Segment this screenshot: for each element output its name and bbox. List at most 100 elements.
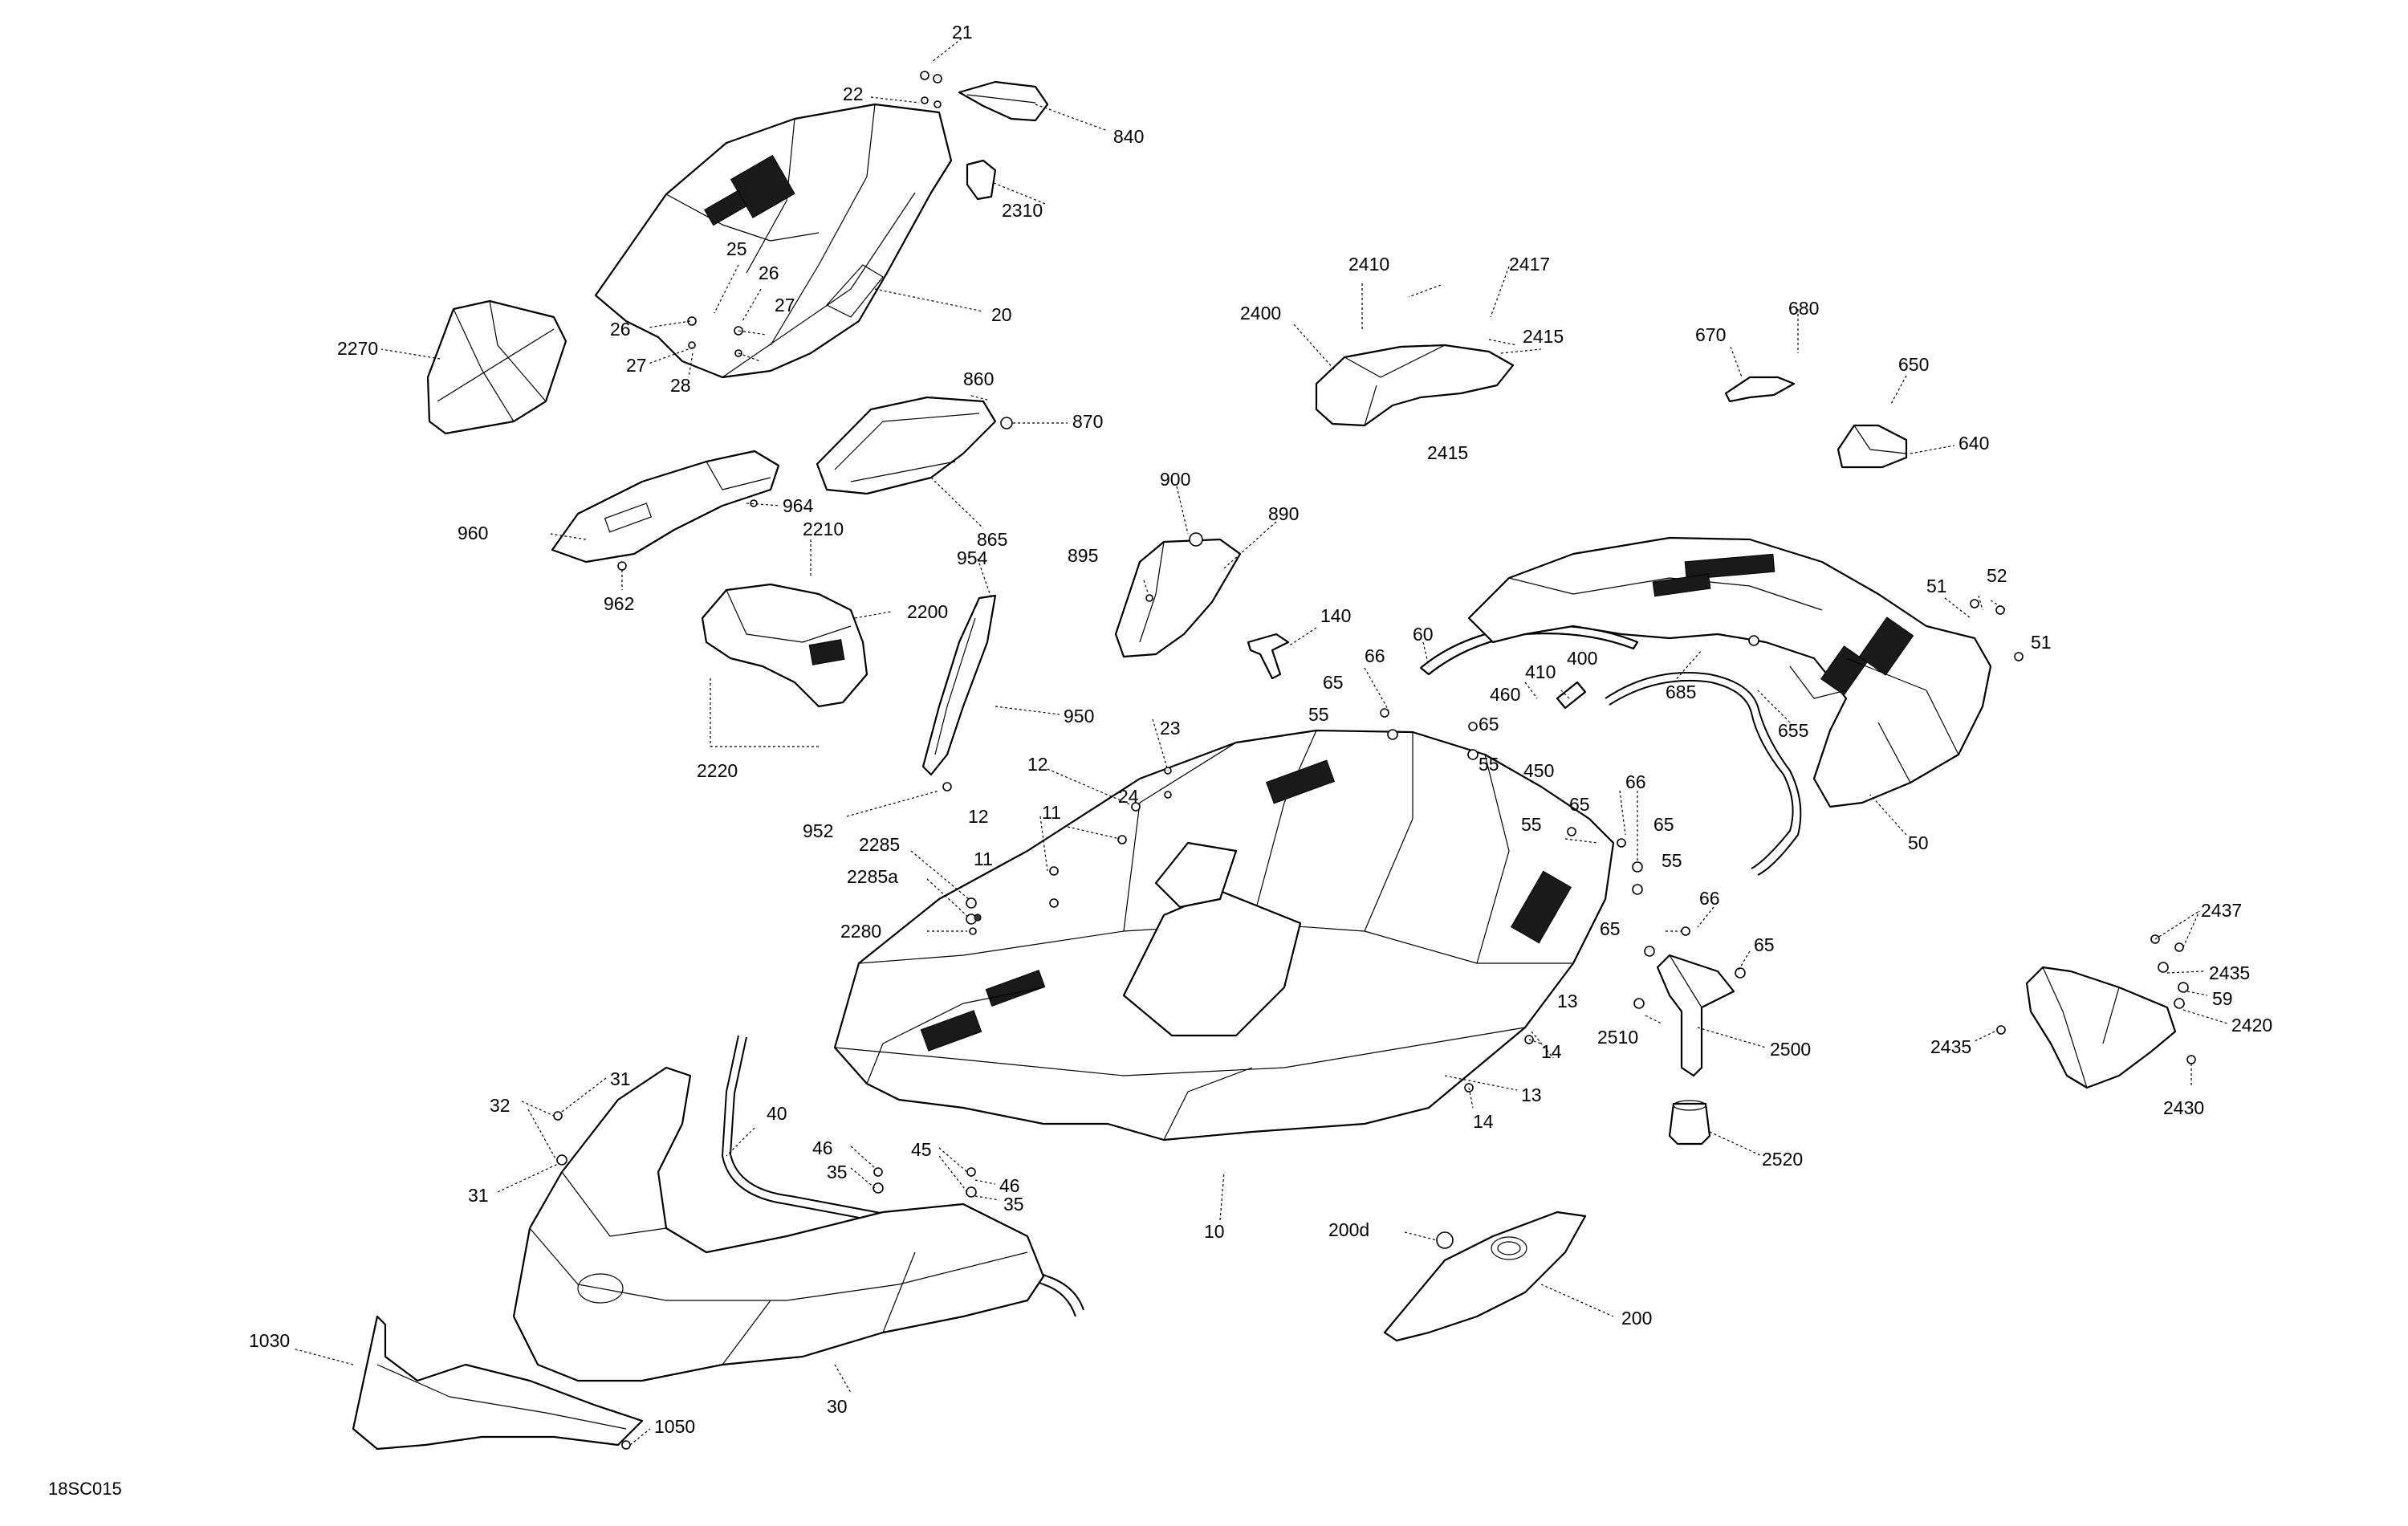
callout-65c: 65 [1569, 794, 1590, 815]
callout-2520: 2520 [1762, 1149, 1803, 1170]
callout-2417: 2417 [1509, 254, 1550, 275]
callout-2510: 2510 [1597, 1027, 1638, 1048]
callout-2270: 2270 [337, 338, 378, 359]
callout-14a: 14 [1541, 1041, 1562, 1062]
callout-952: 952 [803, 820, 833, 841]
callout-10: 10 [1204, 1221, 1225, 1242]
callout-65d: 65 [1653, 814, 1674, 835]
callout-20: 20 [991, 304, 1012, 325]
callout-11a: 11 [1042, 802, 1061, 823]
callout-2500: 2500 [1770, 1039, 1811, 1060]
diagram-code: 18SC015 [48, 1479, 122, 1499]
part-20-rear-body [594, 103, 953, 379]
callout-27a: 27 [775, 295, 795, 315]
callout-26b: 26 [610, 319, 631, 340]
part-670 [1724, 376, 1796, 403]
callout-2410: 2410 [1348, 254, 1389, 275]
callout-954: 954 [957, 547, 988, 568]
part-2500-bracket [1656, 954, 1735, 1077]
part-655-harness [1605, 672, 1802, 876]
callout-65e: 65 [1600, 918, 1621, 939]
part-140 [1247, 633, 1290, 680]
callout-2220: 2220 [697, 760, 738, 781]
callout-65f: 65 [1754, 934, 1775, 955]
part-30-front-cowl [512, 1066, 1045, 1382]
callout-66c: 66 [1699, 888, 1720, 909]
callout-400: 400 [1567, 648, 1597, 669]
part-2270 [426, 299, 567, 435]
callout-895: 895 [1068, 545, 1098, 566]
callout-50: 50 [1908, 832, 1929, 853]
callout-27b: 27 [626, 355, 647, 376]
part-1030 [352, 1315, 644, 1451]
callout-28: 28 [670, 375, 691, 396]
callout-51b: 51 [2031, 632, 2052, 653]
callout-2415a: 2415 [1523, 326, 1564, 347]
callout-13b: 13 [1521, 1084, 1542, 1105]
callout-870: 870 [1072, 411, 1103, 432]
callout-46b: 46 [999, 1175, 1020, 1196]
callout-2285a: 2285a [847, 866, 898, 887]
callout-52: 52 [1987, 565, 2007, 586]
callout-21: 21 [952, 22, 973, 43]
callout-51a: 51 [1926, 576, 1947, 596]
part-860 [816, 396, 997, 495]
callout-labels: 21 22 840 2310 20 25 26 27 26 27 28 2270… [48, 22, 2272, 1499]
callout-55d: 55 [1662, 850, 1682, 871]
callout-840: 840 [1113, 126, 1144, 147]
callout-2420: 2420 [2231, 1015, 2272, 1036]
callout-66a: 66 [1365, 645, 1385, 666]
part-840 [958, 80, 1049, 122]
callout-1050: 1050 [654, 1416, 695, 1437]
callout-60: 60 [1413, 624, 1434, 645]
callout-24: 24 [1118, 786, 1139, 807]
callout-950: 950 [1064, 706, 1094, 726]
callout-450: 450 [1523, 760, 1554, 781]
callout-40: 40 [767, 1103, 787, 1124]
leader-lines [292, 38, 2228, 1446]
callout-35a: 35 [827, 1162, 848, 1182]
part-2200 [701, 583, 868, 708]
part-400 [1556, 681, 1587, 710]
callout-685: 685 [1666, 682, 1696, 702]
callout-900: 900 [1160, 469, 1190, 490]
callout-2210: 2210 [803, 519, 844, 539]
part-2400 [1315, 344, 1515, 427]
callout-31a: 31 [610, 1068, 631, 1089]
callout-46a: 46 [812, 1137, 833, 1158]
callout-2437: 2437 [2201, 900, 2242, 921]
callout-962: 962 [604, 593, 634, 614]
callout-2400: 2400 [1240, 303, 1281, 324]
callout-35b: 35 [1003, 1194, 1024, 1215]
callout-890: 890 [1268, 503, 1299, 524]
callout-860: 860 [963, 368, 994, 389]
callout-1030: 1030 [249, 1330, 290, 1351]
callout-45: 45 [911, 1139, 932, 1160]
callout-30: 30 [827, 1396, 848, 1417]
callout-14b: 14 [1473, 1111, 1494, 1132]
part-950 [921, 594, 997, 776]
part-10-hull [833, 729, 1615, 1141]
callout-2280: 2280 [840, 921, 881, 942]
callout-2310: 2310 [1002, 200, 1043, 221]
callout-865: 865 [977, 529, 1007, 550]
callout-2435b: 2435 [1930, 1036, 1971, 1057]
callout-2435a: 2435 [2209, 962, 2250, 983]
callout-410: 410 [1525, 661, 1556, 682]
part-50-front-deck [1467, 536, 1992, 808]
callout-12a: 12 [1027, 754, 1048, 775]
callout-65b: 65 [1479, 714, 1499, 735]
callout-960: 960 [458, 523, 488, 543]
callout-23: 23 [1160, 718, 1181, 739]
callout-964: 964 [783, 495, 814, 516]
callout-2415b: 2415 [1427, 442, 1468, 463]
callout-26a: 26 [759, 262, 779, 283]
callout-650: 650 [1898, 354, 1929, 375]
part-960 [551, 450, 780, 564]
callout-670: 670 [1695, 324, 1726, 345]
callout-12b: 12 [968, 806, 989, 827]
callout-460: 460 [1490, 684, 1520, 705]
callout-55b: 55 [1479, 754, 1499, 775]
callout-55a: 55 [1308, 704, 1329, 725]
